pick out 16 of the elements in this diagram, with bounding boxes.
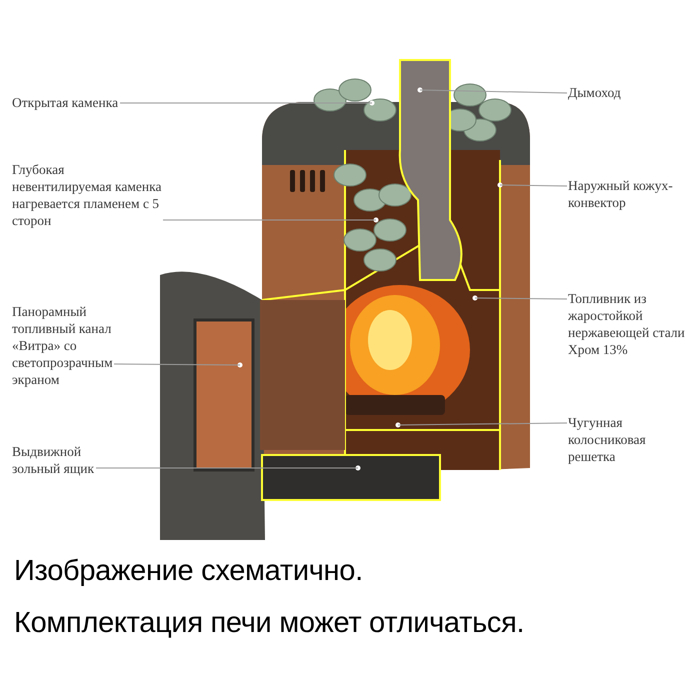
leader-line [420, 90, 568, 94]
leader-line [500, 184, 568, 186]
callout-label: Выдвижной зольный ящик [12, 443, 96, 477]
leader-line [398, 422, 568, 426]
callout-label: Панорамный топливный канал «Витра» со светопрозрачным экраном [12, 303, 114, 388]
callout-label: Открытая каменка [12, 94, 120, 111]
callout-label: Глубокая невентилируемая каменка нагревается пламенем с 5 сторон [12, 161, 162, 229]
note-text: Изображение схематично. [14, 554, 364, 589]
note-text: Комплектация печи может отличаться. [14, 606, 524, 641]
callout-label: Чугунная колосниковая решетка [568, 414, 647, 465]
leader-line [474, 298, 568, 300]
callout-label: Дымоход [568, 84, 622, 101]
leader-line [114, 364, 240, 366]
callout-label: Наружный кожух-конвектор [568, 177, 674, 211]
leader-line [120, 102, 372, 104]
callout-label: Топливник из жаростойкой нержавеющей стали Хром 13% [568, 290, 686, 358]
